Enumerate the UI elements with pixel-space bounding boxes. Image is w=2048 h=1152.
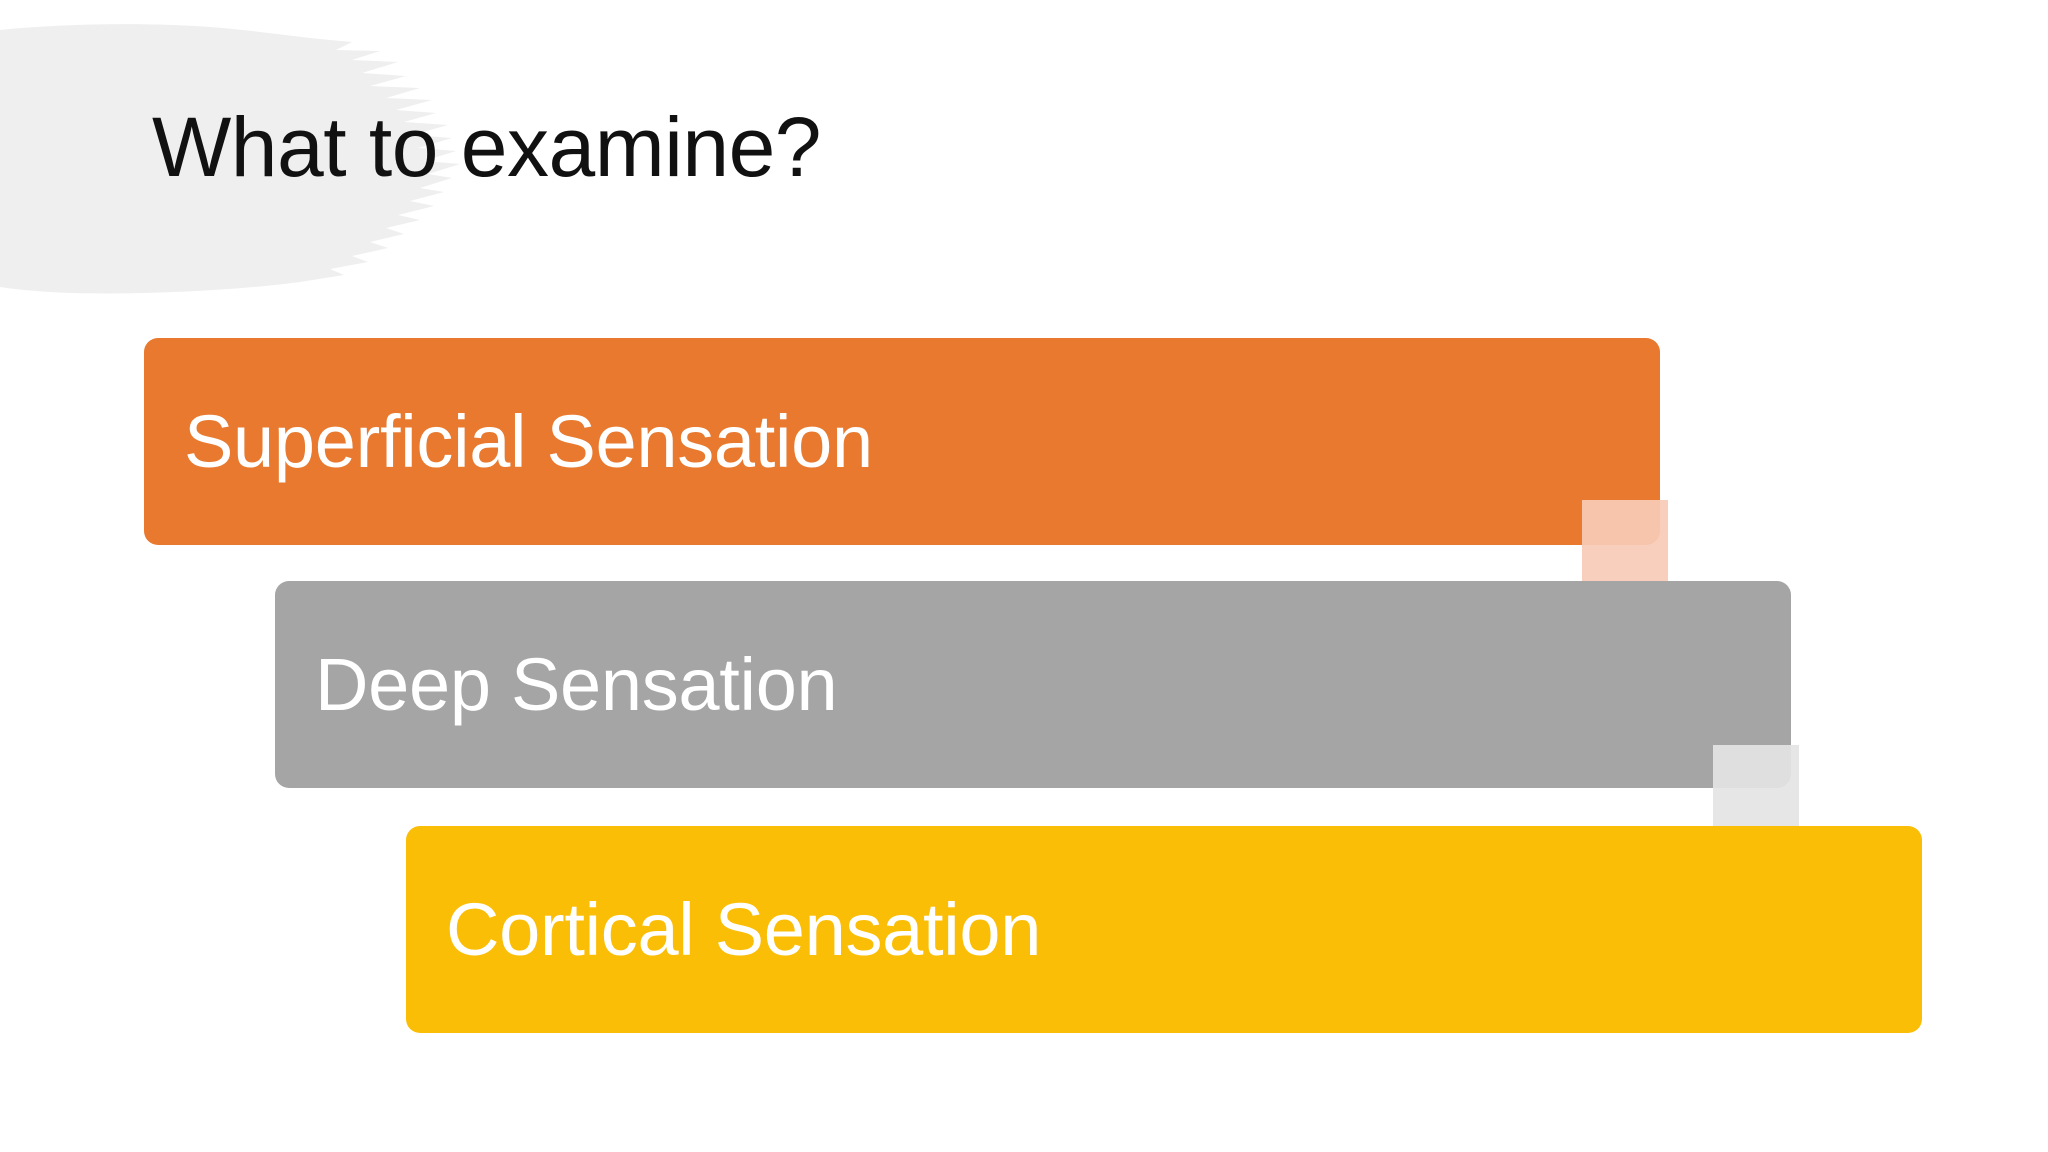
- bar-label-cortical-sensation: Cortical Sensation: [446, 887, 1042, 971]
- bar-deep-sensation[interactable]: Deep Sensation: [275, 581, 1791, 788]
- page-title: What to examine?: [152, 100, 822, 194]
- bar-label-deep-sensation: Deep Sensation: [315, 642, 838, 726]
- bar-label-superficial-sensation: Superficial Sensation: [184, 399, 873, 483]
- bar-cortical-sensation[interactable]: Cortical Sensation: [406, 826, 1922, 1033]
- bar-superficial-sensation[interactable]: Superficial Sensation: [144, 338, 1660, 545]
